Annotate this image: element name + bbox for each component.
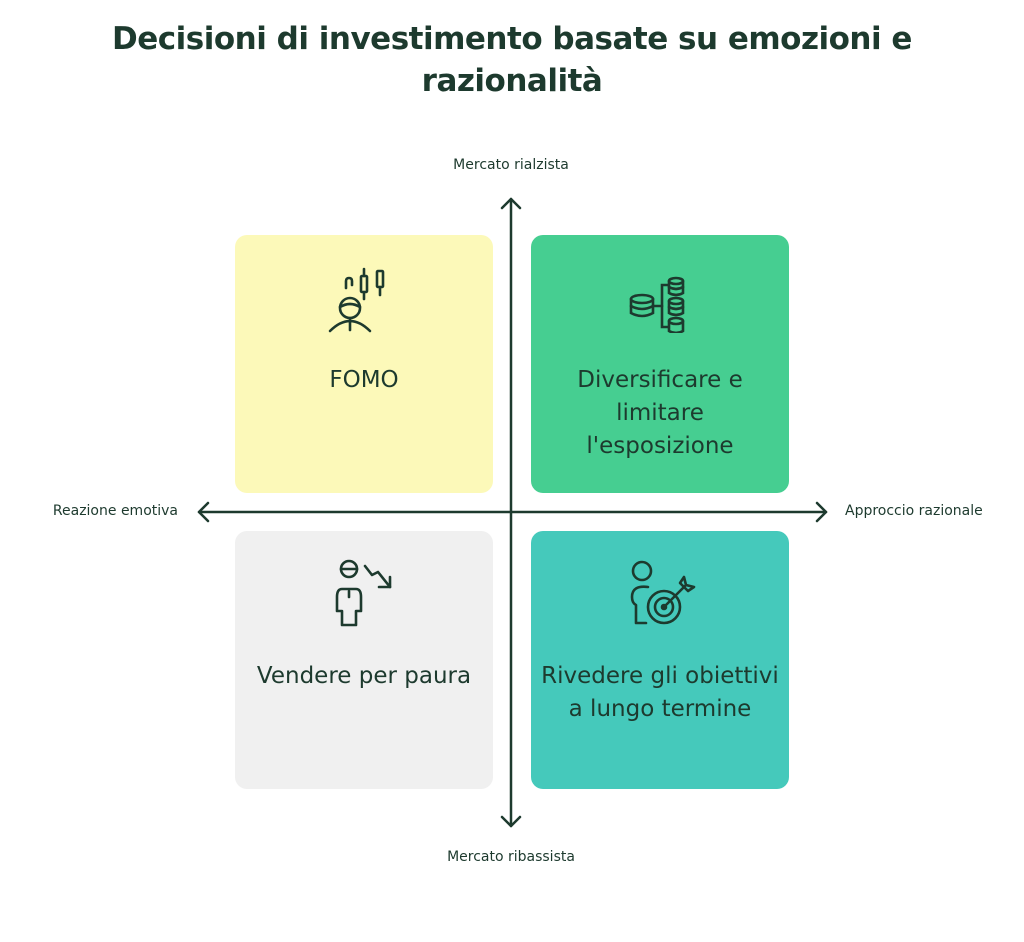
quadrant-label: Vendere per paura xyxy=(256,663,472,689)
axis-label-top: Mercato rialzista xyxy=(453,157,569,173)
quadrant-fear-selling: Vendere per paura xyxy=(235,531,493,789)
axis-label-bottom: Mercato ribassista xyxy=(447,849,575,865)
axis-label-right: Approccio razionale xyxy=(845,503,983,519)
quadrant-label: Diversificare e limitare l'esposizione xyxy=(577,367,743,459)
quadrant-fomo: FOMO xyxy=(235,235,493,493)
quadrant-long-term: Rivedere gli obiettivi a lungo termine xyxy=(531,531,789,789)
person-target-icon xyxy=(630,560,696,625)
quadrant-diversify: Diversificare e limitare l'esposizione xyxy=(531,235,789,493)
person-downtrend-icon xyxy=(335,559,392,627)
person-candlestick-icon xyxy=(328,267,385,333)
quadrant-label: FOMO xyxy=(329,367,399,393)
page-title: Decisioni di investimento basate su emoz… xyxy=(112,21,912,99)
database-split-icon xyxy=(629,276,685,333)
axis-label-left: Reazione emotiva xyxy=(52,503,178,519)
quadrant-label: Rivedere gli obiettivi a lungo termine xyxy=(541,663,779,722)
